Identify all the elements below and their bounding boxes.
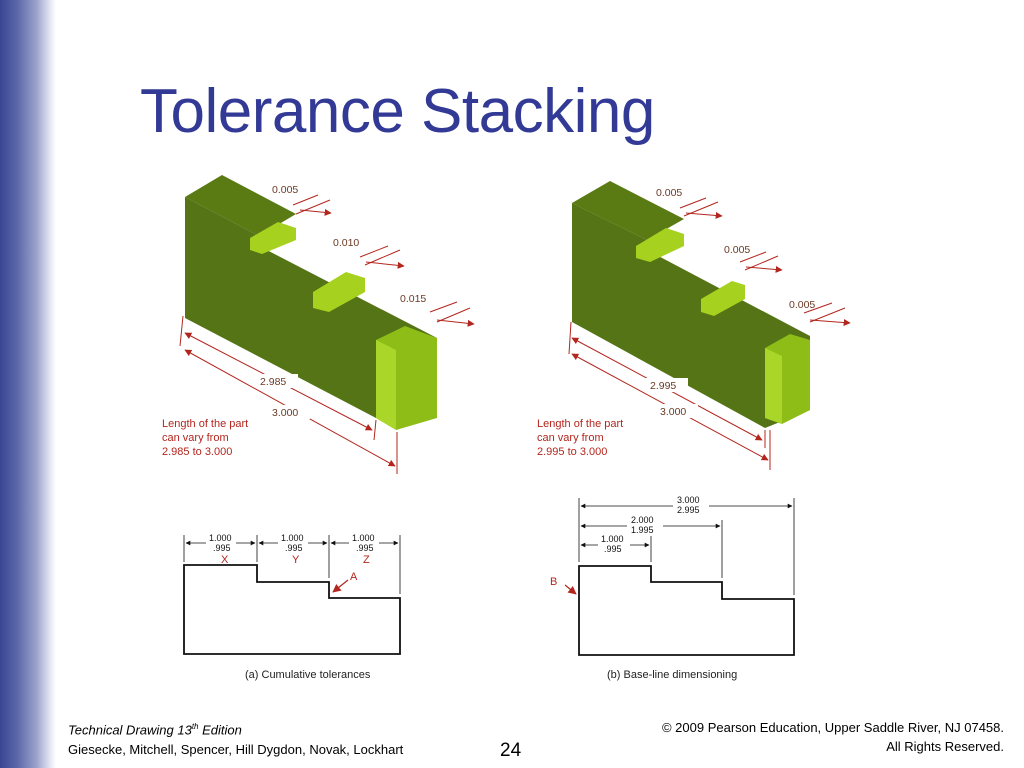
profile-a-outline <box>183 564 401 655</box>
footer-authors: Giesecke, Mitchell, Spencer, Hill Dygdon… <box>68 742 404 757</box>
profile-b-d2-top: 2.000 <box>631 515 654 525</box>
part-a-end-highlight <box>376 340 396 430</box>
part-b-dim-max: 3.000 <box>660 406 686 418</box>
profile-a-d3-top: 1.000 <box>352 533 375 543</box>
profile-a-d1-bot: .995 <box>213 543 231 553</box>
profile-a-d3-letter: Z <box>363 554 370 566</box>
profile-b-d3-top: 3.000 <box>677 495 700 505</box>
caption-a: (a) Cumulative tolerances <box>245 669 371 681</box>
profile-b-point-arrow <box>564 584 577 595</box>
part-b-tol-1: 0.005 <box>656 187 682 199</box>
footer-page-number: 24 <box>500 740 522 761</box>
profile-a-d3-bot: .995 <box>356 543 374 553</box>
part-b-step-2 <box>701 281 745 316</box>
profile-a-d2-top: 1.000 <box>281 533 304 543</box>
part-a-dim-min: 2.985 <box>260 376 286 388</box>
part-a-note-line2: can vary from <box>162 432 229 444</box>
part-b-tol-3: 0.005 <box>789 299 815 311</box>
profile-b <box>578 498 795 656</box>
part-b-tolerance-leaders <box>679 197 851 327</box>
part-a-top-face <box>185 175 296 236</box>
part-b-step-1 <box>636 228 684 262</box>
part-a-note-line1: Length of the part <box>162 418 248 430</box>
profile-b-d2-bot: 1.995 <box>631 525 654 535</box>
part-b-top-face <box>572 181 684 240</box>
profile-a-d1-letter: X <box>221 554 229 566</box>
profile-a-d2-letter: Y <box>292 554 300 566</box>
part-a-tol-1: 0.005 <box>272 184 298 196</box>
part-a-tolerance-leaders <box>292 194 475 327</box>
part-b-note-line1: Length of the part <box>537 418 623 430</box>
part-a-step-2 <box>313 272 365 312</box>
part-a-tol-2: 0.010 <box>333 237 359 249</box>
profile-a-d2-bot: .995 <box>285 543 303 553</box>
part-a-tol-3: 0.015 <box>400 293 426 305</box>
part-b-dim-min: 2.995 <box>650 380 676 392</box>
slide-side-bar <box>0 0 56 768</box>
part-b-end-highlight <box>765 348 782 424</box>
profile-b-d1-top: 1.000 <box>601 534 624 544</box>
footer-rights: All Rights Reserved. <box>886 739 1004 754</box>
part-a-note-line3: 2.985 to 3.000 <box>162 446 232 458</box>
profile-b-d3-bot: 2.995 <box>677 505 700 515</box>
profile-a-d1-top: 1.000 <box>209 533 232 543</box>
part-b-note-line2: can vary from <box>537 432 604 444</box>
part-b-3d <box>572 181 810 428</box>
caption-b: (b) Base-line dimensioning <box>607 669 737 681</box>
profile-a-point-arrow <box>332 579 349 593</box>
part-a-step-1 <box>250 222 296 254</box>
slide-title: Tolerance Stacking <box>140 77 655 146</box>
profile-b-point-label: B <box>550 576 557 588</box>
part-b-note-line3: 2.995 to 3.000 <box>537 446 607 458</box>
part-b-tol-2: 0.005 <box>724 244 750 256</box>
footer-copyright: © 2009 Pearson Education, Upper Saddle R… <box>661 720 1004 735</box>
profile-b-outline <box>578 565 795 656</box>
profile-b-d1-bot: .995 <box>604 544 622 554</box>
profile-a-point-label: A <box>350 571 358 583</box>
part-a-dim-max: 3.000 <box>272 407 298 419</box>
footer-book-title: Technical Drawing 13th Edition <box>68 722 242 738</box>
